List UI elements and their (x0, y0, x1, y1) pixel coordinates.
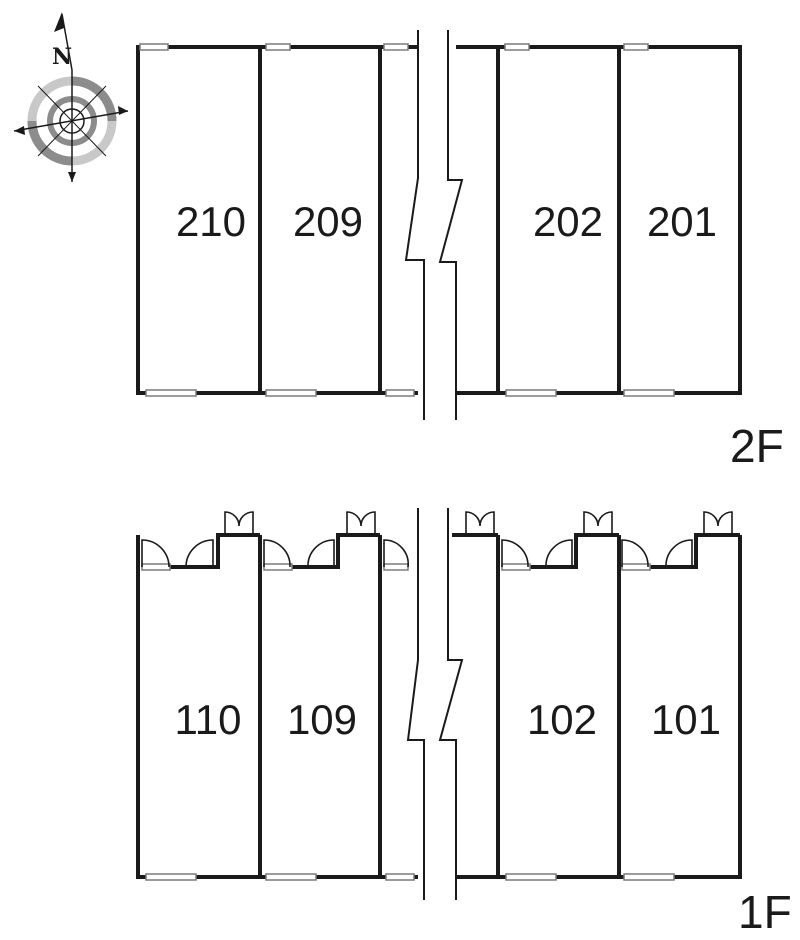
double-door-icon (224, 511, 733, 533)
room-number: 210 (176, 198, 246, 245)
room-number: 102 (527, 696, 597, 743)
floor-1f: 110 109 102 101 1F (136, 508, 792, 938)
door-icon (141, 539, 693, 568)
room-number: 101 (651, 696, 721, 743)
room-number: 201 (647, 198, 717, 245)
room-number: 202 (533, 198, 603, 245)
floor-label: 2F (730, 420, 784, 472)
room-number: 209 (293, 198, 363, 245)
floor-2f: 210 209 202 201 2F (136, 30, 784, 472)
north-label: N (52, 44, 72, 70)
compass-rose-icon: N (13, 12, 129, 182)
room-number: 109 (287, 696, 357, 743)
floor-label: 1F (738, 886, 792, 938)
room-number: 110 (175, 696, 242, 743)
